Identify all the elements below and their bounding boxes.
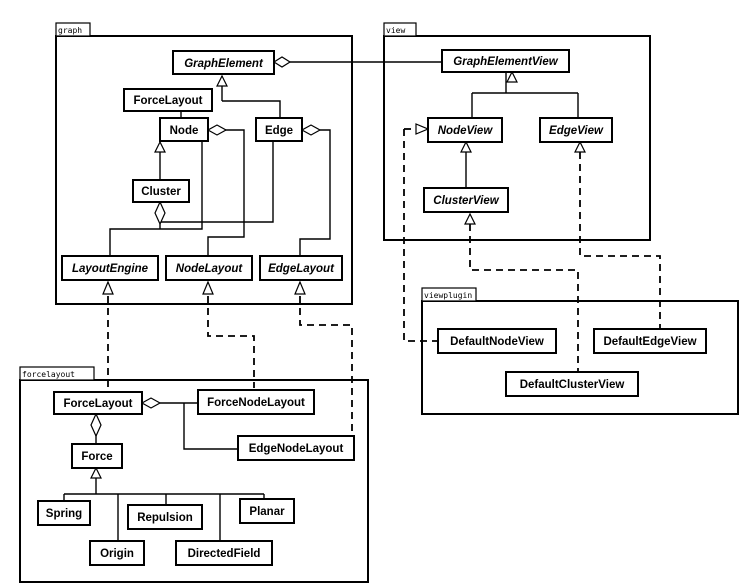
class-name: Edge bbox=[265, 125, 293, 137]
generalization-arrowhead bbox=[154, 140, 166, 153]
class-name: EdgeNodeLayout bbox=[249, 443, 344, 455]
class-name: GraphElement bbox=[184, 58, 264, 70]
package-forcelayout-label: forcelayout bbox=[22, 370, 75, 379]
class-node-view[interactable]: NodeView bbox=[427, 117, 503, 143]
class-name: ForceLayout bbox=[63, 398, 132, 410]
aggregation-diamond bbox=[206, 124, 228, 136]
class-forcelayout-force-layout[interactable]: ForceLayout bbox=[53, 391, 143, 415]
class-cluster[interactable]: Cluster bbox=[132, 179, 190, 203]
class-default-cluster-view[interactable]: DefaultClusterView bbox=[505, 371, 639, 397]
class-edge-node-layout[interactable]: EdgeNodeLayout bbox=[237, 435, 355, 461]
realization-arrowhead bbox=[102, 280, 114, 295]
class-cluster-view[interactable]: ClusterView bbox=[423, 187, 509, 213]
class-directed-field[interactable]: DirectedField bbox=[175, 540, 273, 566]
class-name: Spring bbox=[46, 508, 82, 520]
class-name: Planar bbox=[249, 506, 285, 518]
realization-line bbox=[403, 129, 438, 342]
class-name: EdgeView bbox=[549, 125, 604, 137]
package-graph: graph bbox=[55, 22, 353, 305]
class-name: DefaultEdgeView bbox=[603, 336, 696, 348]
package-forcelayout: forcelayout bbox=[19, 366, 369, 583]
realization-arrowhead bbox=[415, 123, 430, 135]
package-viewplugin: viewplugin bbox=[421, 287, 739, 415]
class-default-edge-view[interactable]: DefaultEdgeView bbox=[593, 328, 707, 354]
class-edge-layout[interactable]: EdgeLayout bbox=[259, 255, 343, 281]
association-line bbox=[160, 141, 274, 223]
class-spring[interactable]: Spring bbox=[37, 500, 91, 526]
generalization-arrowhead bbox=[90, 466, 102, 479]
realization-line bbox=[469, 224, 579, 372]
aggregation-line bbox=[183, 403, 238, 450]
class-name: GraphElementView bbox=[453, 56, 558, 68]
realization-line bbox=[207, 296, 255, 388]
aggregation-diamond bbox=[140, 397, 162, 409]
class-default-node-view[interactable]: DefaultNodeView bbox=[437, 328, 557, 354]
class-planar[interactable]: Planar bbox=[239, 498, 295, 524]
generalization-arrowhead bbox=[506, 70, 518, 83]
class-name: DefaultClusterView bbox=[520, 379, 625, 391]
package-view-label: view bbox=[386, 26, 405, 35]
realization-arrowhead bbox=[294, 280, 306, 295]
class-name: ForceLayout bbox=[133, 95, 202, 107]
class-node[interactable]: Node bbox=[159, 117, 209, 142]
markers bbox=[90, 56, 586, 479]
class-name: Repulsion bbox=[137, 512, 193, 524]
class-name: Cluster bbox=[141, 186, 181, 198]
class-name: NodeLayout bbox=[176, 263, 244, 275]
generalization-line bbox=[222, 100, 281, 118]
class-name: LayoutEngine bbox=[72, 263, 149, 275]
package-view: view bbox=[383, 22, 651, 241]
class-origin[interactable]: Origin bbox=[89, 540, 145, 566]
connectors bbox=[63, 61, 661, 541]
class-edge-view[interactable]: EdgeView bbox=[539, 117, 613, 143]
class-force[interactable]: Force bbox=[71, 443, 123, 469]
class-name: Origin bbox=[100, 548, 134, 560]
aggregation-diamond bbox=[154, 200, 166, 226]
class-layout-engine[interactable]: LayoutEngine bbox=[61, 255, 159, 281]
class-graph-element-view[interactable]: GraphElementView bbox=[441, 49, 570, 73]
class-name: ForceNodeLayout bbox=[207, 397, 305, 409]
aggregation-line bbox=[207, 129, 245, 256]
generalization-arrowhead bbox=[216, 74, 228, 87]
class-force-node-layout[interactable]: ForceNodeLayout bbox=[197, 389, 315, 415]
class-name: Force bbox=[81, 451, 112, 463]
aggregation-diamond bbox=[272, 56, 292, 68]
class-name: ClusterView bbox=[433, 195, 499, 207]
class-name: DefaultNodeView bbox=[450, 336, 544, 348]
realization-arrowhead bbox=[464, 212, 476, 225]
class-graph-element[interactable]: GraphElement bbox=[172, 50, 275, 75]
class-name: EdgeLayout bbox=[268, 263, 335, 275]
aggregation-diamond bbox=[90, 412, 102, 438]
generalization-arrowhead bbox=[460, 140, 472, 153]
realization-arrowhead bbox=[202, 280, 214, 295]
realization-line bbox=[579, 152, 661, 329]
package-graph-label: graph bbox=[58, 26, 82, 35]
package-viewplugin-label: viewplugin bbox=[424, 291, 472, 300]
class-node-layout[interactable]: NodeLayout bbox=[165, 255, 253, 281]
class-name: NodeView bbox=[438, 125, 494, 137]
aggregation-diamond bbox=[300, 124, 322, 136]
class-name: DirectedField bbox=[188, 548, 261, 560]
class-force-layout[interactable]: ForceLayout bbox=[123, 88, 213, 112]
class-edge[interactable]: Edge bbox=[255, 117, 303, 142]
realization-arrowhead bbox=[574, 140, 586, 153]
class-repulsion[interactable]: Repulsion bbox=[127, 504, 203, 530]
aggregation-line bbox=[299, 129, 331, 256]
class-name: Node bbox=[170, 125, 199, 137]
